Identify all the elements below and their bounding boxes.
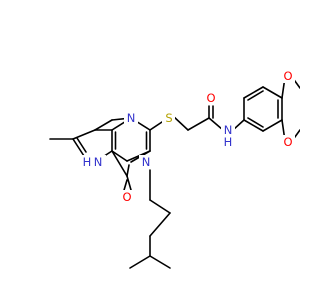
atom-o-amide: O xyxy=(204,91,218,105)
svg-text:H: H xyxy=(224,135,233,149)
molecule-structure: N S O N H O O H N N xyxy=(49,69,300,269)
svg-text:N: N xyxy=(142,155,151,169)
atom-nh-amide: N H xyxy=(221,123,235,149)
svg-text:O: O xyxy=(122,190,131,204)
svg-text:N: N xyxy=(94,155,103,169)
atom-n-ring: N xyxy=(139,155,153,169)
atom-sulfur: S xyxy=(162,111,175,125)
bonds xyxy=(49,76,300,269)
atom-nh-pyrrole: H N xyxy=(80,155,106,169)
svg-text:O: O xyxy=(206,91,215,105)
svg-text:S: S xyxy=(165,111,172,125)
atom-labels: N S O N H O O H N N xyxy=(80,69,295,204)
atom-o-dioxane-bottom: O xyxy=(282,135,295,149)
svg-text:O: O xyxy=(283,69,292,83)
atom-n-top: N xyxy=(124,111,138,125)
atom-o-dioxane-top: O xyxy=(282,69,295,83)
svg-text:N: N xyxy=(224,123,233,137)
atom-o-carbonyl: O xyxy=(120,190,134,204)
svg-text:H: H xyxy=(83,155,92,169)
svg-text:N: N xyxy=(127,111,136,125)
svg-text:O: O xyxy=(283,135,292,149)
